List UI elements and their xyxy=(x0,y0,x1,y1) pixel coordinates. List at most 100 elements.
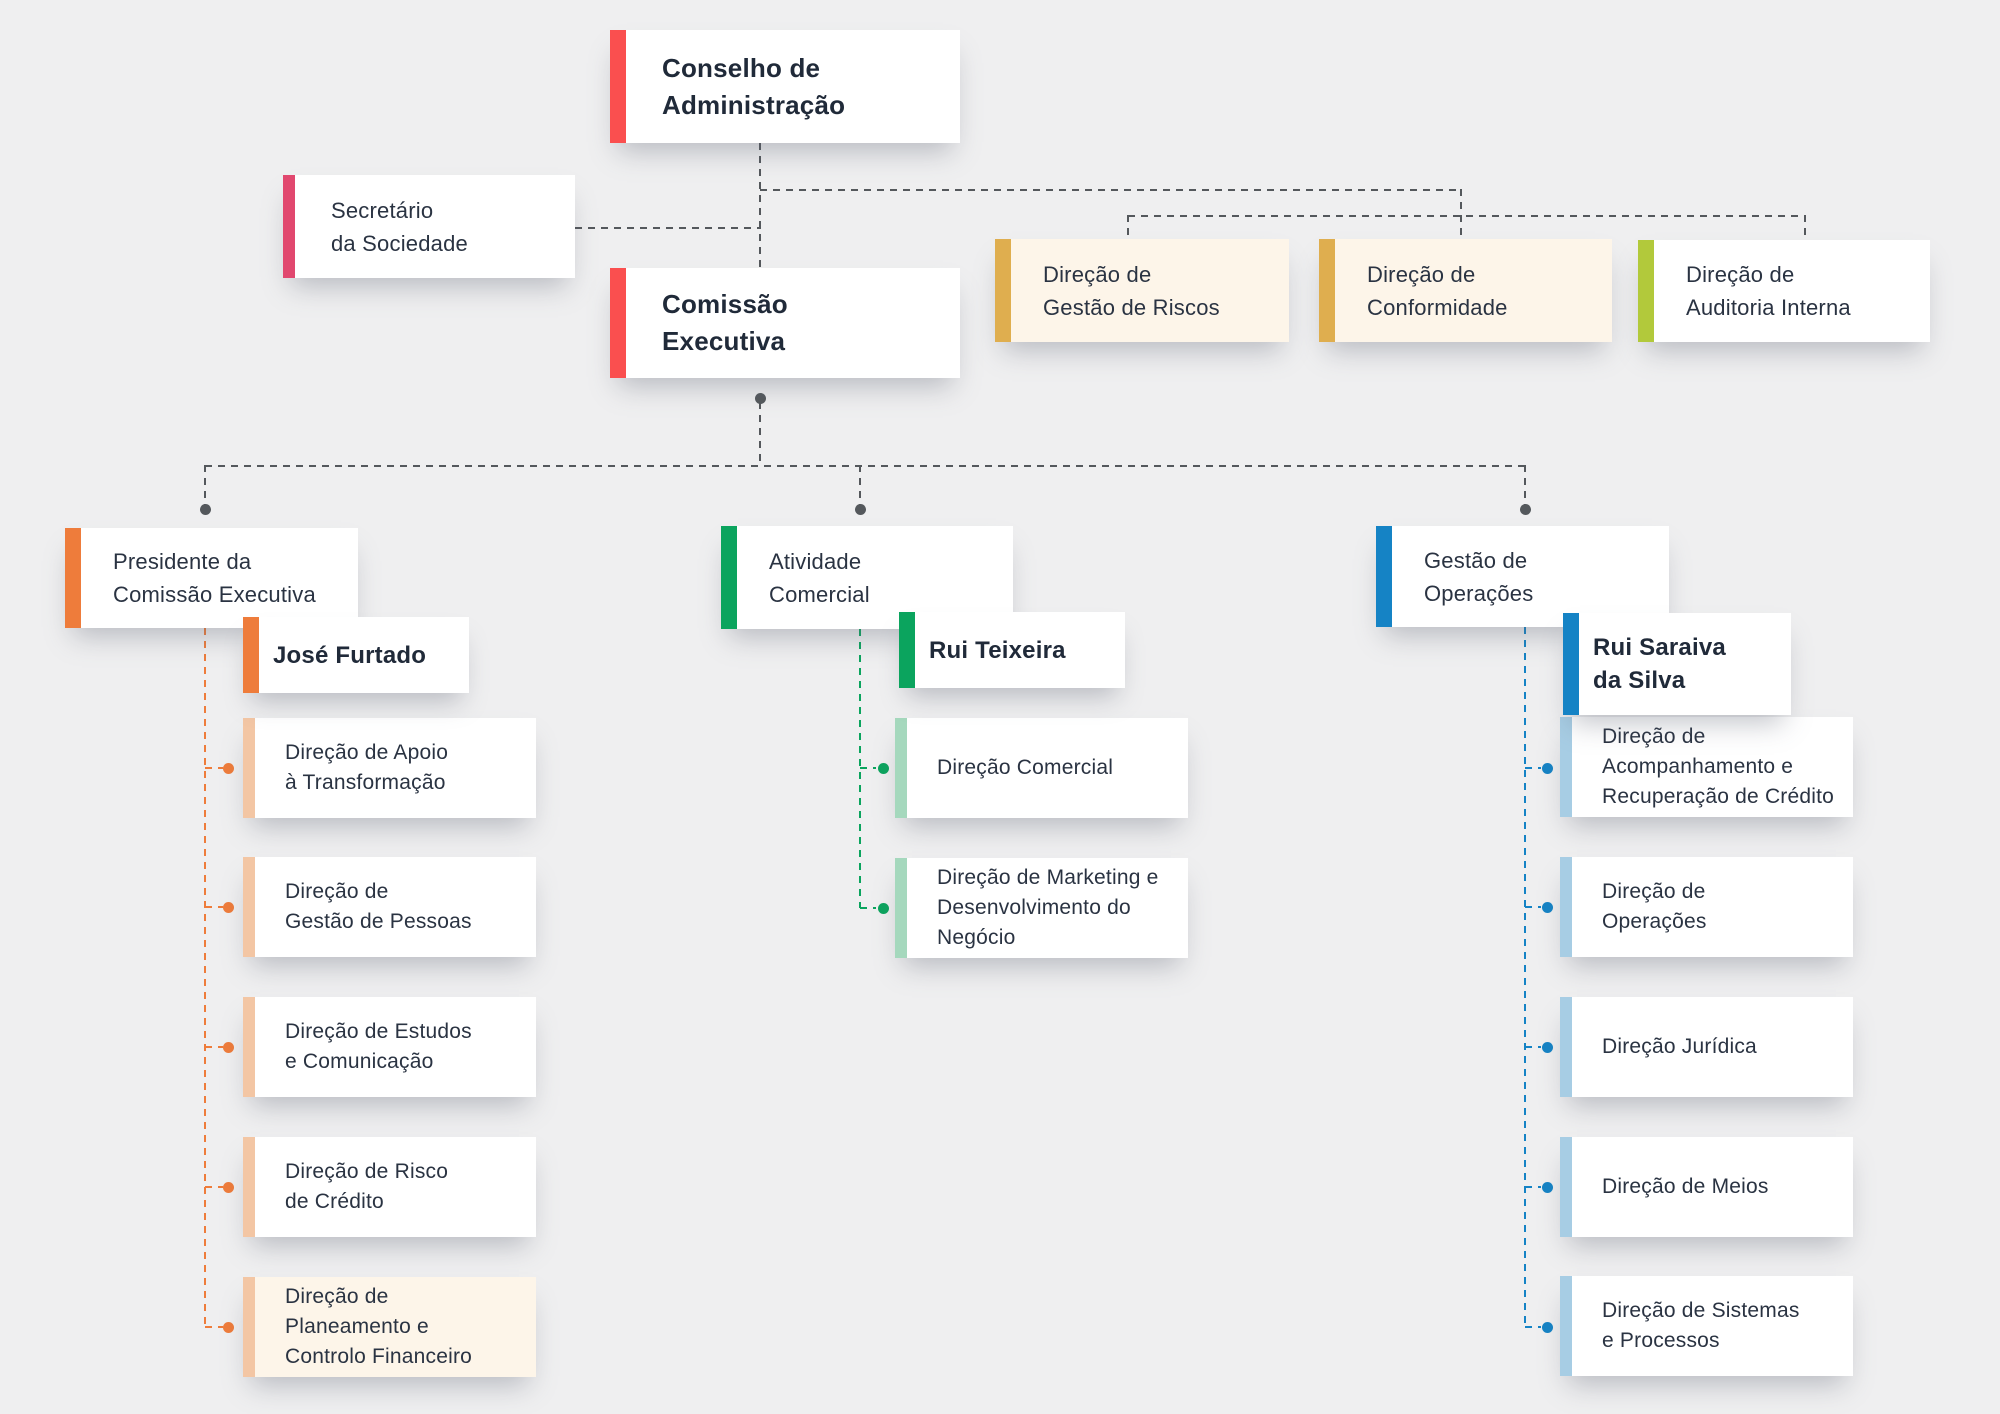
node-label: Direção de Risco de Crédito xyxy=(285,1160,449,1213)
node-risco-credito: Direção de Risco de Crédito xyxy=(243,1137,536,1237)
node-jose-furtado: José Furtado xyxy=(243,617,469,693)
accent-bar xyxy=(243,1277,255,1377)
trunk-gestao-dot-2 xyxy=(1542,902,1553,913)
node-comissao-executiva: Comissão Executiva xyxy=(610,268,960,378)
accent-bar xyxy=(895,718,907,818)
node-label: Direção de Apoio à Transformação xyxy=(285,741,449,794)
node-gestao-riscos: Direção de Gestão de Riscos xyxy=(995,239,1289,342)
trunk-presidente-stub-5 xyxy=(205,1326,223,1328)
trunk-presidente-dot-1 xyxy=(223,763,234,774)
trunk-presidente-stub-2 xyxy=(205,906,223,908)
connector-dot-gestao xyxy=(1520,504,1531,515)
trunk-gestao-stub-5 xyxy=(1525,1326,1541,1328)
connector-drop-riscos xyxy=(1127,215,1129,239)
node-label: Presidente da Comissão Executiva xyxy=(113,549,316,607)
node-label: Direção de Gestão de Pessoas xyxy=(285,880,472,933)
node-label: Direção de Planeamento e Controlo Financ… xyxy=(285,1285,473,1368)
node-label: Direção de Acompanhamento e Recuperação … xyxy=(1602,725,1835,808)
node-sistemas-processos: Direção de Sistemas e Processos xyxy=(1560,1276,1853,1376)
accent-bar xyxy=(995,239,1011,342)
trunk-gestao-dot-1 xyxy=(1542,763,1553,774)
node-label: Direção de Marketing e Desenvolvimento d… xyxy=(937,866,1159,949)
accent-bar xyxy=(1638,240,1654,342)
node-rui-saraiva-silva: Rui Saraiva da Silva xyxy=(1563,613,1791,715)
node-label: Direção de Operações xyxy=(1602,880,1707,933)
accent-bar xyxy=(1319,239,1335,342)
connector-branch-rail xyxy=(205,465,1525,467)
node-planeamento-controlo: Direção de Planeamento e Controlo Financ… xyxy=(243,1277,536,1377)
accent-bar xyxy=(243,1137,255,1237)
trunk-atividade-dot-1 xyxy=(878,763,889,774)
node-direcao-juridica: Direção Jurídica xyxy=(1560,997,1853,1097)
node-direcao-comercial: Direção Comercial xyxy=(895,718,1188,818)
trunk-presidente-dot-2 xyxy=(223,902,234,913)
node-apoio-transformacao: Direção de Apoio à Transformação xyxy=(243,718,536,818)
node-auditoria-interna: Direção de Auditoria Interna xyxy=(1638,240,1930,342)
person-name: José Furtado xyxy=(273,641,427,669)
node-marketing-negocio: Direção de Marketing e Desenvolvimento d… xyxy=(895,858,1188,958)
accent-bar xyxy=(1376,526,1392,627)
trunk-presidente-stub-4 xyxy=(205,1186,223,1188)
connector-drop-auditoria xyxy=(1804,215,1806,240)
node-label: Direção de Conformidade xyxy=(1367,261,1508,320)
node-label: Gestão de Operações xyxy=(1424,547,1534,606)
connector-stub-atividade xyxy=(859,465,861,505)
accent-bar xyxy=(899,612,915,688)
node-label: Direção de Gestão de Riscos xyxy=(1043,261,1220,320)
trunk-atividade-stub-1 xyxy=(860,767,876,769)
trunk-gestao-stub-3 xyxy=(1525,1046,1541,1048)
trunk-presidente-stub-1 xyxy=(205,767,223,769)
trunk-gestao-stub-1 xyxy=(1525,767,1541,769)
accent-bar xyxy=(721,526,737,629)
node-atividade-comercial: Atividade Comercial xyxy=(721,526,1013,629)
accent-bar xyxy=(243,857,255,957)
node-label: Atividade Comercial xyxy=(769,548,870,607)
node-label: Direção de Meios xyxy=(1602,1175,1769,1198)
connector-secretary xyxy=(575,227,761,229)
trunk-presidente-stub-3 xyxy=(205,1046,223,1048)
trunk-gestao-dot-5 xyxy=(1542,1322,1553,1333)
node-conformidade: Direção de Conformidade xyxy=(1319,239,1612,342)
node-acompanhamento-recuperacao: Direção de Acompanhamento e Recuperação … xyxy=(1560,717,1853,817)
accent-bar xyxy=(610,30,626,143)
trunk-gestao-dot-4 xyxy=(1542,1182,1553,1193)
node-label: Direção de Auditoria Interna xyxy=(1686,262,1851,320)
connector-stub-gestao xyxy=(1524,465,1526,505)
node-label: Comissão Executiva xyxy=(662,289,788,356)
trunk-presidente xyxy=(204,628,206,1327)
accent-bar xyxy=(1560,1276,1572,1376)
accent-bar xyxy=(895,858,907,958)
trunk-atividade-dot-2 xyxy=(878,903,889,914)
trunk-gestao xyxy=(1524,627,1526,1327)
accent-bar xyxy=(1560,1137,1572,1237)
node-label: Direção de Estudos e Comunicação xyxy=(285,1020,472,1073)
trunk-gestao-stub-4 xyxy=(1525,1186,1541,1188)
connector-dot-presidente xyxy=(200,504,211,515)
node-direcao-meios: Direção de Meios xyxy=(1560,1137,1853,1237)
node-label: Direção de Sistemas e Processos xyxy=(1602,1299,1800,1352)
trunk-presidente-dot-5 xyxy=(223,1322,234,1333)
node-direcao-operacoes: Direção de Operações xyxy=(1560,857,1853,957)
node-label: Conselho de Administração xyxy=(662,52,846,120)
connector-dot-exec xyxy=(755,393,766,404)
trunk-gestao-stub-2 xyxy=(1525,906,1541,908)
accent-bar xyxy=(1563,613,1579,715)
accent-bar xyxy=(1560,717,1572,817)
connector-drop-conformidade xyxy=(1460,189,1462,239)
node-estudos-comunicacao: Direção de Estudos e Comunicação xyxy=(243,997,536,1097)
trunk-presidente-dot-3 xyxy=(223,1042,234,1053)
person-name: Rui Teixeira xyxy=(929,636,1066,664)
accent-bar xyxy=(1560,997,1572,1097)
node-secretario-sociedade: Secretário da Sociedade xyxy=(283,175,575,278)
accent-bar xyxy=(243,718,255,818)
node-gestao-operacoes: Gestão de Operações xyxy=(1376,526,1669,627)
accent-bar xyxy=(1560,857,1572,957)
node-label: Direção Jurídica xyxy=(1602,1035,1757,1058)
node-conselho-administracao: Conselho de Administração xyxy=(610,30,960,143)
accent-bar xyxy=(65,528,81,628)
connector-rail-riscos-auditoria xyxy=(1128,215,1805,217)
trunk-presidente-dot-4 xyxy=(223,1182,234,1193)
trunk-atividade-stub-2 xyxy=(860,907,876,909)
node-label: Secretário da Sociedade xyxy=(331,197,468,256)
connector-board-to-exec xyxy=(759,143,761,268)
